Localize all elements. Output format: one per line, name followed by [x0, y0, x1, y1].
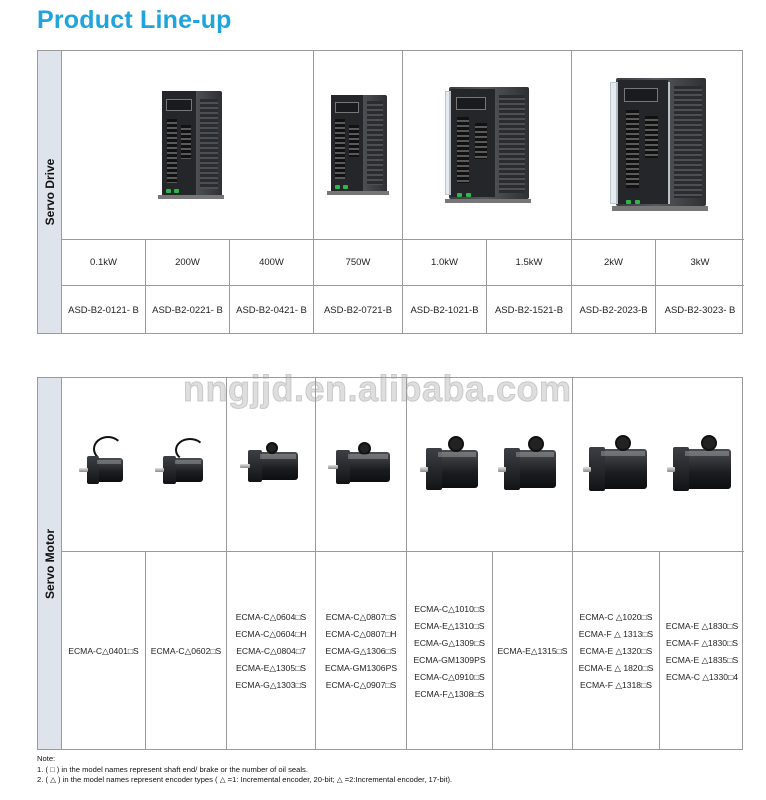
motor-model-cell-1: ECMA-C△0602□S	[146, 552, 227, 750]
drive-model-4: ASD-B2-1021-B	[403, 286, 487, 334]
motor-model-list: ECMA-C△0602□S	[150, 646, 222, 656]
page-title: Product Line-up	[37, 6, 232, 34]
drive-power-2: 400W	[230, 240, 314, 286]
motor-model-list: ECMA-E△1315□S	[497, 646, 568, 656]
drive-image-cell-2kw	[572, 51, 744, 240]
drive-power-4: 1.0kW	[403, 240, 487, 286]
servo-drive-side-label: Servo Drive	[38, 51, 62, 333]
drive-model-1: ASD-B2-0221- B	[146, 286, 230, 334]
servo-drive-2kw-image	[602, 72, 714, 218]
servo-motor-side-label: Servo Motor	[38, 378, 62, 749]
servo-drive-750w-image	[323, 89, 393, 201]
servo-motor-table: Servo Motor	[37, 377, 744, 750]
servo-motor-1010-image	[419, 435, 482, 494]
motor-image-cell-5	[573, 378, 744, 552]
drive-model-2: ASD-B2-0421- B	[230, 286, 314, 334]
servo-motor-0807-image	[326, 440, 396, 490]
motor-image-cell-1	[62, 378, 227, 552]
note-line-1: 1. ( □ ) in the model names represent sh…	[37, 764, 308, 774]
servo-drive-table: Servo Drive	[37, 50, 744, 334]
drive-model-3: ASD-B2-0721-B	[314, 286, 403, 334]
drive-power-0: 0.1kW	[62, 240, 146, 286]
motor-model-list: ECMA-C△0401□S	[68, 646, 139, 656]
servo-motor-1315-image	[497, 435, 560, 494]
drive-power-6: 2kW	[572, 240, 656, 286]
drive-power-3: 750W	[314, 240, 403, 286]
drive-image-cell-small	[62, 51, 314, 240]
motor-model-cell-0: ECMA-C△0401□S	[62, 552, 146, 750]
motor-image-cell-3	[316, 378, 407, 552]
servo-motor-1830-image	[666, 434, 735, 495]
motor-image-cell-2	[227, 378, 316, 552]
notes-heading: Note:	[37, 754, 56, 763]
notes: Note: 1. ( □ ) in the model names repres…	[37, 754, 452, 786]
drive-model-5: ASD-B2-1521-B	[487, 286, 572, 334]
drive-model-7: ASD-B2-3023- B	[664, 304, 736, 316]
servo-motor-0602-image	[153, 437, 213, 490]
drive-image-cell-750w	[314, 51, 403, 240]
motor-model-cell-5: ECMA-E△1315□S	[493, 552, 573, 750]
drive-model-6: ASD-B2-2023-B	[572, 286, 656, 334]
motor-image-cell-4	[407, 378, 573, 552]
servo-motor-0401-image	[75, 435, 135, 490]
drive-model-0: ASD-B2-0121- B	[62, 286, 146, 334]
servo-motor-0604-image	[238, 440, 304, 490]
drive-power-1: 200W	[146, 240, 230, 286]
servo-drive-1kw-image	[437, 81, 537, 209]
note-line-2: 2. ( △ ) in the model names represent en…	[37, 775, 453, 784]
drive-power-5: 1.5kW	[487, 240, 572, 286]
servo-drive-small-image	[148, 85, 228, 205]
servo-motor-1020-image	[582, 434, 651, 495]
watermark: nngjjd.en.alibaba.com	[183, 368, 572, 410]
drive-image-cell-1kw	[403, 51, 572, 240]
drive-power-7: 3kW	[656, 240, 744, 286]
